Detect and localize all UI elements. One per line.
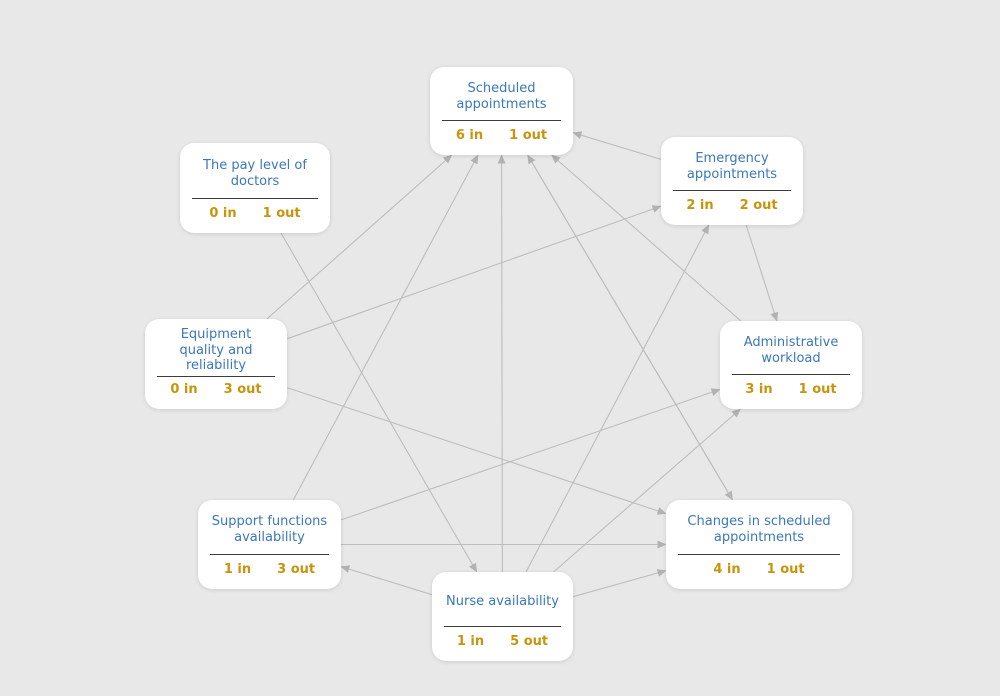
node-separator	[673, 190, 791, 191]
node-title: The pay level of doctors	[203, 157, 307, 189]
node-title: Changes in scheduled appointments	[687, 514, 831, 545]
out-count: 2 out	[739, 197, 778, 213]
out-count: 3 out	[277, 561, 316, 577]
node-title: Nurse availability	[446, 594, 559, 610]
node-stats: 0 in 3 out	[151, 377, 281, 403]
in-count: 0 in	[170, 382, 198, 398]
node-separator	[192, 198, 318, 199]
in-count: 0 in	[209, 205, 237, 221]
node-equipment[interactable]: Equipment quality and reliability 0 in 3…	[145, 319, 287, 409]
node-emergency[interactable]: Emergency appointments 2 in 2 out	[661, 137, 803, 225]
edge-nurse-to-support	[340, 565, 433, 596]
in-count: 1 in	[223, 561, 252, 577]
node-title: Emergency appointments	[686, 150, 778, 182]
node-separator	[210, 554, 329, 555]
node-title: Support functions availability	[211, 514, 328, 545]
out-count: 1 out	[766, 561, 805, 577]
edge-nurse-to-changes	[572, 569, 667, 598]
in-count: 6 in	[455, 127, 484, 143]
out-count: 3 out	[223, 382, 262, 398]
in-count: 4 in	[713, 561, 741, 577]
in-count: 1 in	[456, 633, 485, 649]
edge-emergency-to-scheduled	[572, 131, 662, 160]
node-stats: 6 in 1 out	[436, 121, 567, 149]
node-separator	[678, 554, 840, 555]
node-title: Equipment quality and reliability	[179, 327, 253, 374]
edge-emergency-to-admin	[745, 224, 779, 322]
edge-changes-to-scheduled	[527, 154, 734, 501]
node-title: Scheduled appointments	[456, 80, 547, 112]
node-stats: 3 in 1 out	[726, 375, 856, 403]
edge-admin-to-scheduled	[551, 154, 742, 322]
edge-nurse-to-emergency	[525, 224, 710, 573]
node-separator	[157, 375, 275, 377]
edge-equipment-to-emergency	[286, 205, 662, 340]
node-separator	[444, 626, 561, 627]
out-count: 1 out	[798, 381, 837, 397]
edge-support-to-admin	[340, 388, 721, 521]
edge-equipment-to-scheduled	[266, 154, 453, 320]
node-pay[interactable]: The pay level of doctors 0 in 1 out	[180, 143, 330, 233]
node-stats: 2 in 2 out	[667, 191, 797, 219]
node-admin[interactable]: Administrative workload 3 in 1 out	[720, 321, 862, 409]
in-count: 3 in	[745, 381, 773, 397]
node-stats: 1 in 5 out	[438, 627, 567, 655]
node-scheduled[interactable]: Scheduled appointments 6 in 1 out	[430, 67, 573, 155]
node-title: Administrative workload	[743, 334, 839, 366]
edge-equipment-to-changes	[286, 387, 667, 515]
node-nurse[interactable]: Nurse availability 1 in 5 out	[432, 572, 573, 661]
node-separator	[732, 374, 850, 375]
edge-pay-to-nurse	[280, 232, 478, 573]
node-stats: 1 in 3 out	[204, 555, 335, 583]
edge-support-to-scheduled	[292, 154, 479, 501]
node-stats: 0 in 1 out	[186, 199, 324, 227]
node-changes[interactable]: Changes in scheduled appointments 4 in 1…	[666, 500, 852, 589]
out-count: 5 out	[510, 633, 549, 649]
node-separator	[442, 120, 561, 121]
edge-nurse-to-scheduled	[497, 154, 506, 573]
in-count: 2 in	[686, 197, 714, 213]
node-stats: 4 in 1 out	[672, 555, 846, 583]
node-support[interactable]: Support functions availability 1 in 3 ou…	[198, 500, 341, 589]
out-count: 1 out	[509, 127, 548, 143]
out-count: 1 out	[262, 205, 301, 221]
